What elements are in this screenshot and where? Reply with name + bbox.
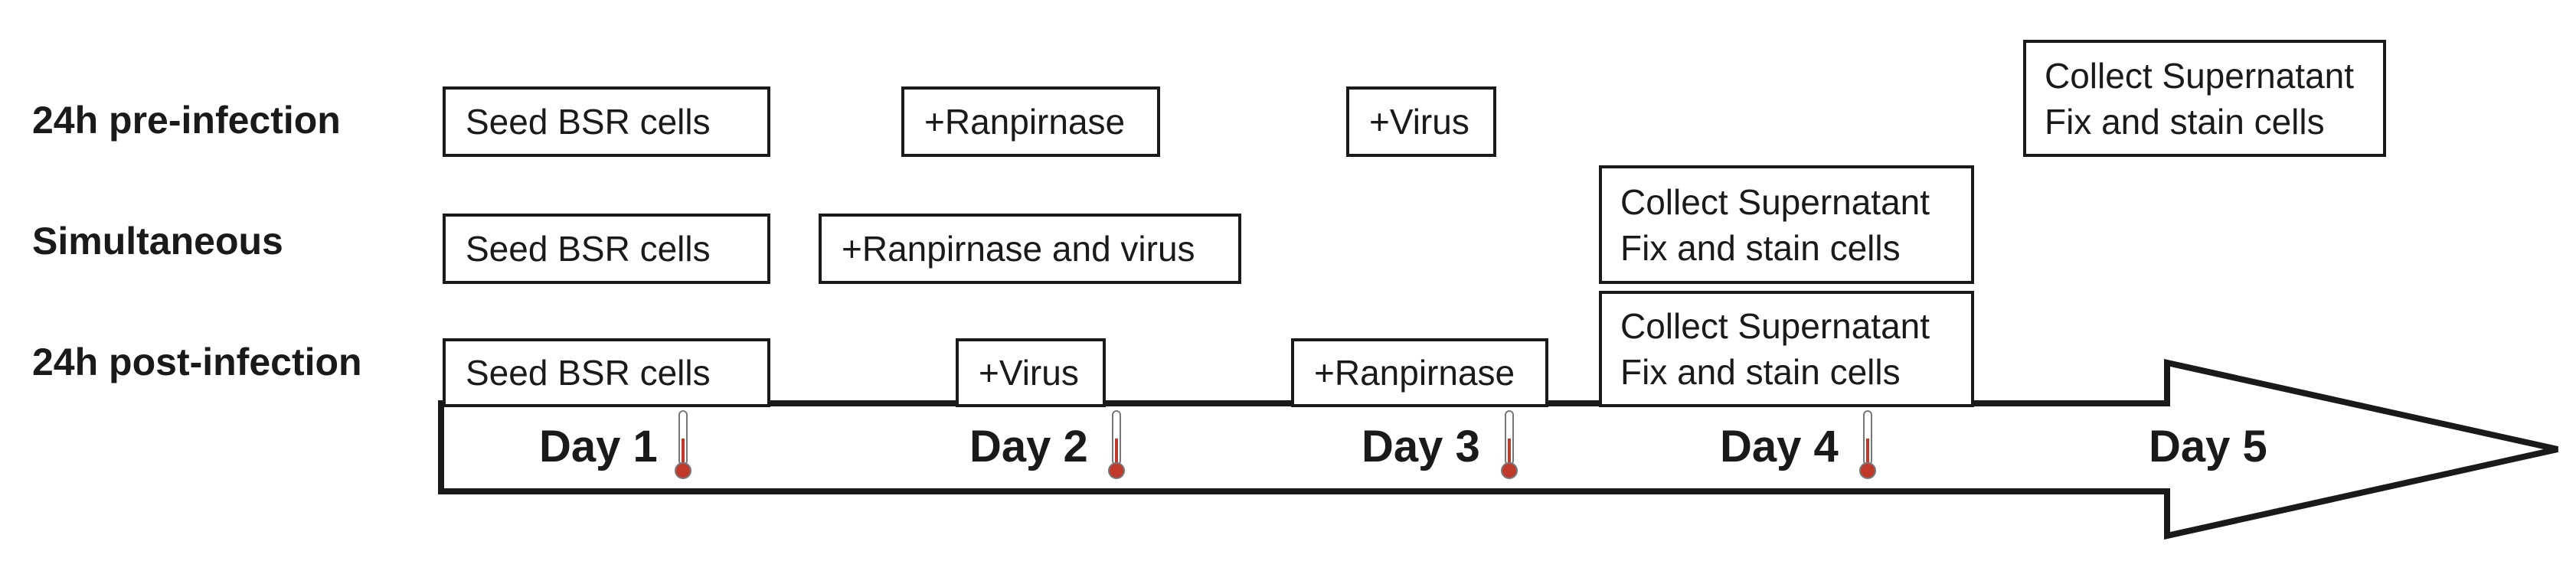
box-text: +Virus xyxy=(1369,102,1469,142)
box-text: +Ranpirnase xyxy=(1314,353,1515,393)
thermometer-icon xyxy=(675,410,691,479)
box-sim-seed: Seed BSR cells xyxy=(443,214,770,284)
row-label-simultaneous: Simultaneous xyxy=(32,220,283,263)
day-label-5: Day 5 xyxy=(2149,422,2267,471)
box-post-collect: Collect Supernatant Fix and stain cells xyxy=(1599,291,1974,407)
box-text: Seed BSR cells xyxy=(466,353,711,393)
box-post-virus: +Virus xyxy=(956,338,1106,407)
box-text: +Ranpirnase xyxy=(924,102,1126,142)
thermometer-icon xyxy=(1859,410,1876,479)
thermometer-icon xyxy=(1108,410,1125,479)
box-text-line2: Fix and stain cells xyxy=(2045,101,2325,142)
day-label-2: Day 2 xyxy=(969,422,1088,471)
box-sim-ranpirnase-virus: +Ranpirnase and virus xyxy=(819,214,1241,284)
box-text-line2: Fix and stain cells xyxy=(1620,227,1901,268)
box-post-ranpirnase: +Ranpirnase xyxy=(1291,338,1548,407)
box-text: Seed BSR cells xyxy=(466,102,711,142)
box-text-line1: Collect Supernatant xyxy=(1620,181,1930,222)
row-label-post-infection: 24h post-infection xyxy=(32,341,362,383)
box-pre-seed: Seed BSR cells xyxy=(443,86,770,157)
box-text-line1: Collect Supernatant xyxy=(2045,55,2355,96)
box-pre-virus: +Virus xyxy=(1346,86,1496,157)
box-text-line2: Fix and stain cells xyxy=(1620,352,1901,392)
box-pre-collect: Collect Supernatant Fix and stain cells xyxy=(2023,40,2386,157)
day-label-4: Day 4 xyxy=(1720,422,1839,471)
box-text-line1: Collect Supernatant xyxy=(1620,306,1930,346)
box-text: +Virus xyxy=(979,353,1079,393)
row-label-pre-infection: 24h pre-infection xyxy=(32,99,341,142)
thermometer-icon xyxy=(1501,410,1518,479)
box-pre-ranpirnase: +Ranpirnase xyxy=(901,86,1160,157)
day-label-1: Day 1 xyxy=(539,422,658,471)
box-post-seed: Seed BSR cells xyxy=(443,338,770,407)
box-text: +Ranpirnase and virus xyxy=(842,229,1195,269)
day-label-3: Day 3 xyxy=(1362,422,1480,471)
box-text: Seed BSR cells xyxy=(466,229,711,269)
box-sim-collect: Collect Supernatant Fix and stain cells xyxy=(1599,165,1974,284)
